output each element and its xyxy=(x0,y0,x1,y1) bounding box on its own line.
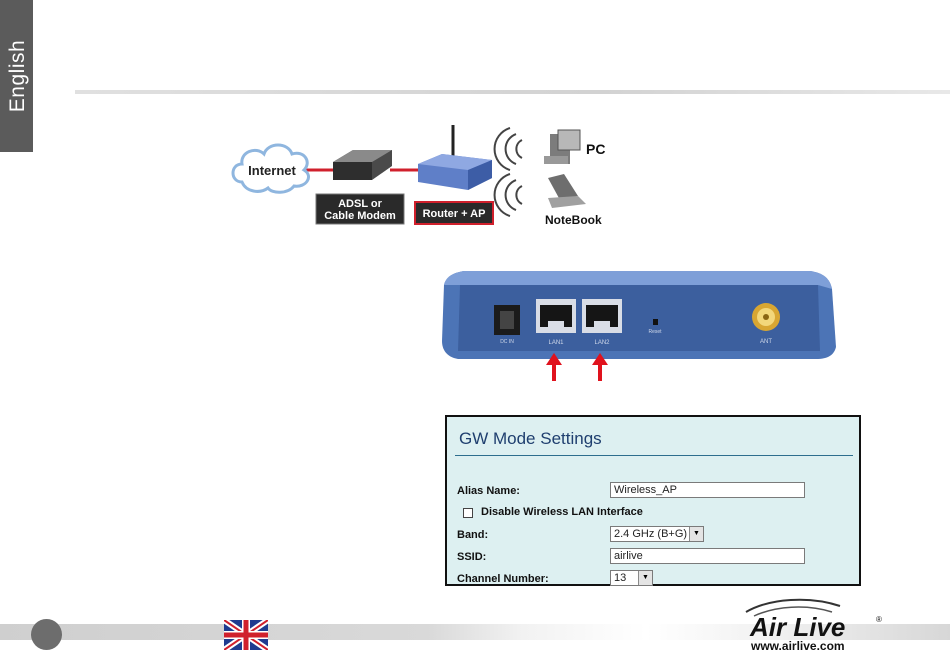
panel-divider xyxy=(455,455,853,456)
ssid-input[interactable] xyxy=(610,548,805,564)
disable-wlan-label: Disable Wireless LAN Interface xyxy=(481,506,643,518)
disable-wlan-checkbox[interactable] xyxy=(463,508,473,518)
wireless-signal-icon xyxy=(495,128,522,216)
band-select[interactable]: 2.4 GHz (B+G) ▼ xyxy=(610,526,704,542)
power-jack-icon xyxy=(494,305,520,335)
internet-label: Internet xyxy=(248,163,296,178)
lan2-port-icon xyxy=(582,299,622,333)
page-number-circle xyxy=(31,619,62,650)
modem-icon xyxy=(333,150,392,180)
lan1-port-icon xyxy=(536,299,576,333)
registered-mark: ® xyxy=(876,615,882,624)
website-url: www.airlive.com xyxy=(751,639,845,653)
reset-button-icon xyxy=(653,319,658,325)
antenna-connector-icon xyxy=(752,303,780,331)
pc-label: PC xyxy=(586,141,605,157)
power-label: DC IN xyxy=(500,339,514,345)
pc-icon xyxy=(544,130,580,164)
airlive-logo: Air Live ® xyxy=(740,598,890,640)
uk-flag-icon xyxy=(224,620,268,650)
alias-name-input[interactable] xyxy=(610,482,805,498)
reset-label: Reset xyxy=(648,329,662,335)
antenna-label: ANT xyxy=(760,339,772,345)
device-rear-panel: DC IN LAN1 LAN2 Reset ANT xyxy=(440,265,840,385)
gw-mode-settings-panel: GW Mode Settings Alias Name: Disable Wir… xyxy=(445,415,861,586)
modem-label-line2: Cable Modem xyxy=(324,210,396,222)
logo-text: Air Live xyxy=(749,612,845,640)
router-label: Router + AP xyxy=(423,208,486,220)
panel-title: GW Mode Settings xyxy=(459,429,602,449)
ssid-label: SSID: xyxy=(457,551,486,563)
language-label: English xyxy=(6,40,30,112)
lan1-label: LAN1 xyxy=(548,340,564,346)
notebook-label: NoteBook xyxy=(545,213,602,227)
header-divider xyxy=(75,90,950,94)
chevron-down-icon: ▼ xyxy=(638,571,652,585)
band-value: 2.4 GHz (B+G) xyxy=(614,528,687,540)
channel-number-label: Channel Number: xyxy=(457,573,549,585)
alias-name-label: Alias Name: xyxy=(457,485,520,497)
channel-value: 13 xyxy=(614,572,626,584)
lan2-label: LAN2 xyxy=(594,340,610,346)
language-tab: English xyxy=(0,0,33,152)
network-diagram: Internet ADSL or Cable Modem Router + AP… xyxy=(230,120,630,235)
channel-select[interactable]: 13 ▼ xyxy=(610,570,653,586)
band-label: Band: xyxy=(457,529,488,541)
chevron-down-icon: ▼ xyxy=(689,527,703,541)
modem-label-line1: ADSL or xyxy=(338,198,383,210)
router-icon xyxy=(418,125,492,190)
notebook-icon xyxy=(548,174,586,208)
